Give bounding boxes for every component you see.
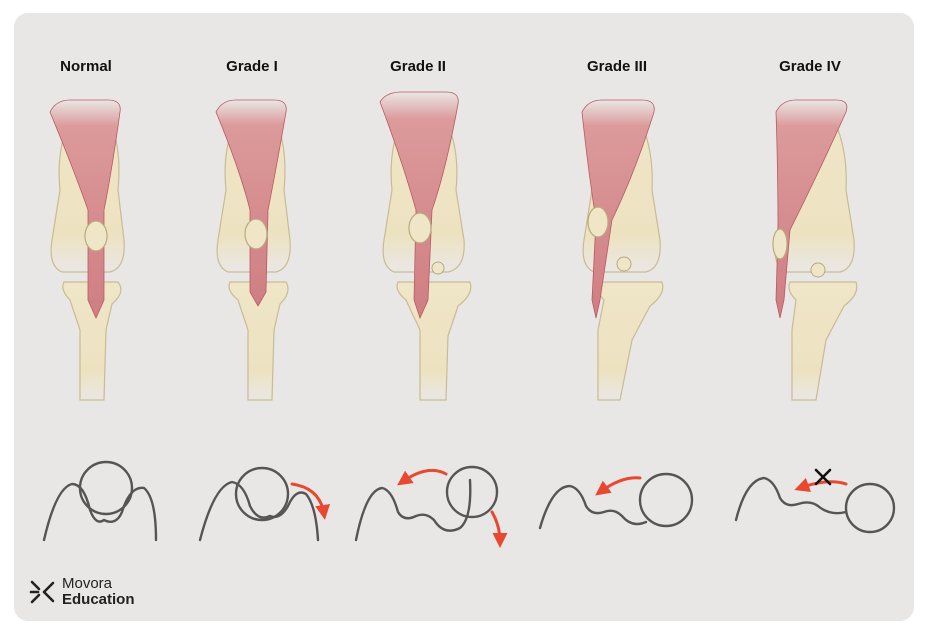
leg-grade-2 [379, 91, 472, 401]
quadriceps-muscle [581, 99, 655, 319]
tibia [597, 281, 664, 401]
patella-circle [638, 472, 694, 528]
patella-circle [234, 466, 290, 522]
patella [244, 218, 268, 250]
patella-circle [445, 465, 499, 519]
title-grade-1: Grade I [226, 58, 278, 75]
tibia [228, 281, 289, 401]
title-grade-2: Grade II [390, 58, 446, 75]
leg-grade-4 [772, 99, 858, 401]
groove-line [354, 478, 472, 542]
patella [84, 220, 108, 252]
groove-line [734, 476, 848, 522]
quadriceps-muscle [775, 99, 848, 319]
leg-grade-3 [581, 99, 664, 401]
quadriceps-muscle [215, 99, 287, 307]
groove-line [42, 482, 158, 542]
patella [587, 206, 609, 238]
patella-circle [78, 460, 134, 516]
schematic-grade-2 [354, 465, 508, 548]
quadriceps-muscle [379, 91, 459, 320]
groove-line [538, 484, 648, 530]
patella-circle [844, 482, 896, 534]
leg-grade-1 [215, 99, 291, 401]
quadriceps-muscle [49, 99, 121, 319]
reduction-arrow [794, 477, 848, 493]
diagram-card [14, 13, 914, 621]
title-grade-3: Grade III [586, 58, 648, 75]
patella [772, 228, 788, 260]
schematic-grade-1 [198, 466, 331, 542]
title-grade-4: Grade IV [779, 58, 841, 75]
title-normal: Normal [60, 58, 112, 75]
reduction-arrow [397, 468, 448, 486]
tibia [788, 281, 858, 401]
schematic-grade-3 [538, 472, 694, 530]
reduction-arrow [595, 476, 642, 496]
patella [408, 212, 432, 244]
schematic-grade-4 [734, 468, 896, 534]
tibia [396, 281, 472, 401]
tibia [62, 281, 122, 401]
brand-subtitle: Education [62, 591, 135, 608]
femoral-groove [431, 261, 445, 275]
femoral-groove [616, 256, 632, 272]
groove-line [198, 480, 320, 542]
brand-name: Movora [62, 575, 113, 592]
movora-logo-icon [29, 580, 55, 604]
leg-normal [49, 99, 125, 401]
schematic-normal [42, 460, 158, 542]
luxation-arrow [490, 510, 508, 548]
femoral-groove [810, 262, 826, 278]
luxation-arrow [290, 482, 331, 520]
x-icon [814, 468, 832, 486]
